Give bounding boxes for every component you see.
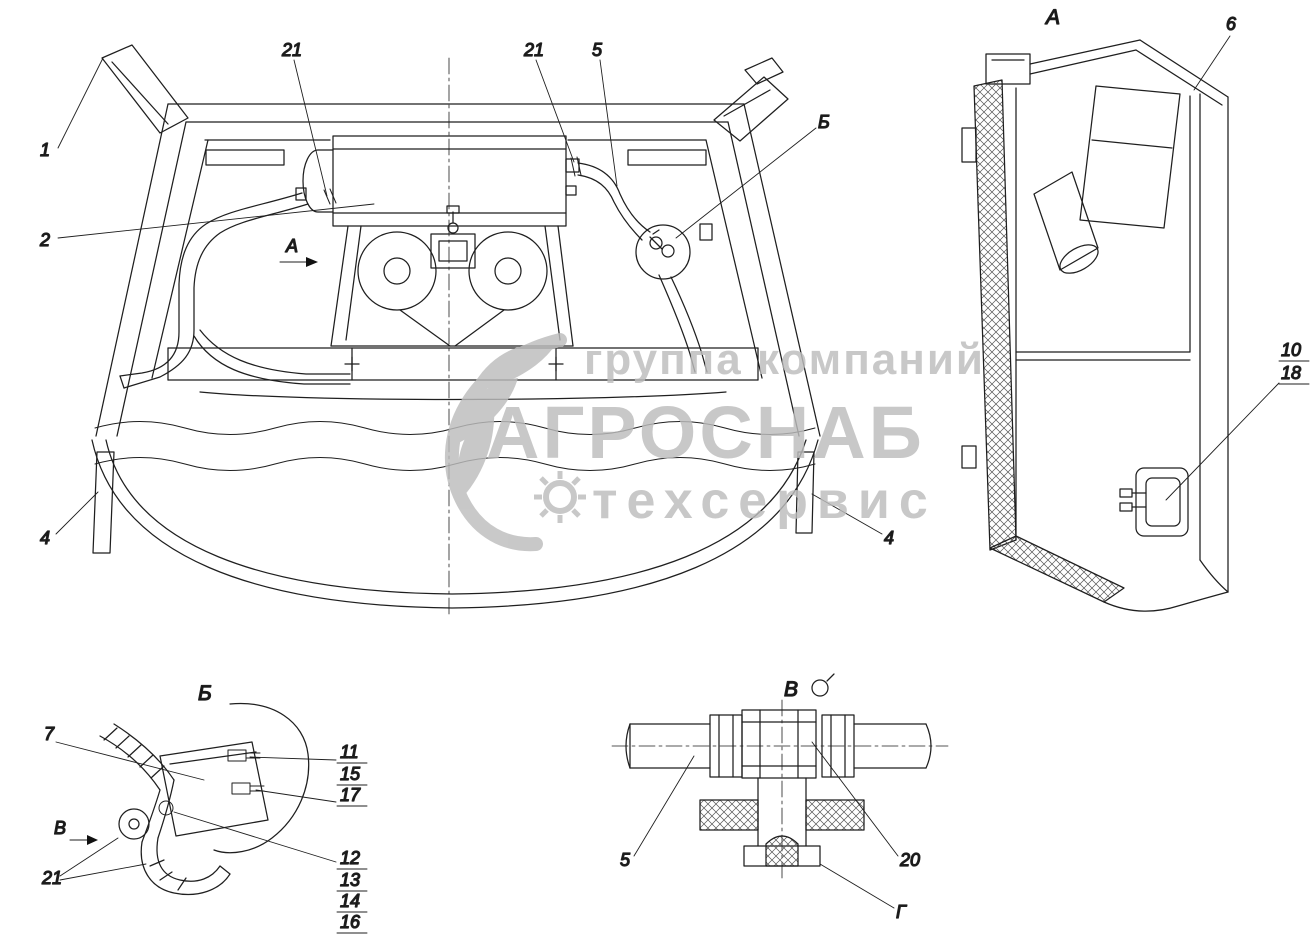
right-strip — [795, 451, 815, 534]
callout-4-right: 4 — [884, 528, 894, 548]
watermark-line1: группа компаний — [584, 335, 985, 384]
view-v-duct — [699, 777, 865, 867]
view-b-leaders — [55, 741, 368, 934]
view-b-title: Б — [198, 682, 212, 705]
fan-assembly — [330, 205, 574, 347]
left-strip — [92, 451, 115, 554]
right-vent — [627, 149, 707, 166]
right-corner-bracket — [713, 57, 789, 142]
callout-7: 7 — [44, 724, 55, 744]
view-v-leaders — [633, 741, 899, 909]
callout-20: 20 — [899, 850, 920, 870]
callout-10: 10 — [1281, 340, 1301, 360]
callout-b: Б — [818, 112, 830, 132]
view-b-bolts — [158, 749, 265, 816]
heater-unit — [295, 135, 580, 227]
view-a-bracket — [1119, 467, 1189, 537]
callout-21-left: 21 — [281, 40, 302, 60]
right-hoses-valve — [577, 162, 713, 373]
callout-5: 5 — [592, 40, 603, 60]
view-b-detail: Б В 7 11 15 17 12 13 14 16 21 — [40, 681, 368, 934]
view-a: А 6 10 18 — [961, 5, 1310, 612]
watermark-leaf-logo — [445, 333, 567, 552]
section-arrow-a — [279, 257, 318, 267]
view-v-pipes — [625, 709, 932, 779]
callout-11: 11 — [340, 742, 359, 762]
callout-2: 2 — [39, 230, 50, 250]
view-v-detail: В 5 20 Г — [611, 673, 949, 923]
watermark: группа компаний АГРОСНАБ техсервис — [445, 333, 985, 552]
view-a-leaders — [1165, 35, 1310, 501]
view-b-hose — [99, 723, 231, 896]
callout-4-left: 4 — [40, 528, 50, 548]
callout-1: 1 — [40, 140, 50, 160]
callout-13: 13 — [340, 870, 360, 890]
hose-clamps — [323, 156, 582, 205]
cab-roof-outline — [95, 103, 821, 437]
callout-5-v: 5 — [620, 850, 631, 870]
watermark-line2: АГРОСНАБ — [486, 391, 925, 474]
callout-6: 6 — [1226, 14, 1237, 34]
main-leaders — [55, 57, 883, 535]
view-a-insulation — [961, 79, 1125, 603]
cross-beam — [167, 347, 759, 401]
view-b-arrow-label: В — [54, 818, 66, 838]
section-label-a: А — [285, 236, 298, 256]
callout-12: 12 — [340, 848, 360, 868]
callout-16: 16 — [340, 912, 361, 932]
left-hoses — [119, 192, 351, 389]
view-v-symbol — [811, 673, 835, 697]
callout-g: Г — [896, 902, 907, 922]
left-corner-bracket — [101, 44, 189, 134]
callout-18: 18 — [1281, 363, 1301, 383]
watermark-gear-icon — [534, 471, 586, 523]
windshield-arc — [91, 439, 819, 609]
callout-21-b: 21 — [41, 868, 62, 888]
left-vent — [205, 149, 285, 166]
view-v-title: В — [784, 678, 798, 701]
view-b-panel — [159, 702, 310, 854]
callout-15: 15 — [340, 764, 361, 784]
callout-21-right: 21 — [523, 40, 544, 60]
view-a-interior — [1015, 85, 1191, 541]
main-assembly-view: А 1 2 21 21 5 Б 4 4 — [38, 39, 895, 619]
view-a-title: А — [1044, 6, 1060, 29]
view-b-arrow — [69, 835, 98, 845]
callout-14: 14 — [340, 891, 360, 911]
view-a-outline — [985, 39, 1229, 612]
callout-17: 17 — [340, 785, 361, 805]
watermark-line3: техсервис — [592, 472, 937, 530]
